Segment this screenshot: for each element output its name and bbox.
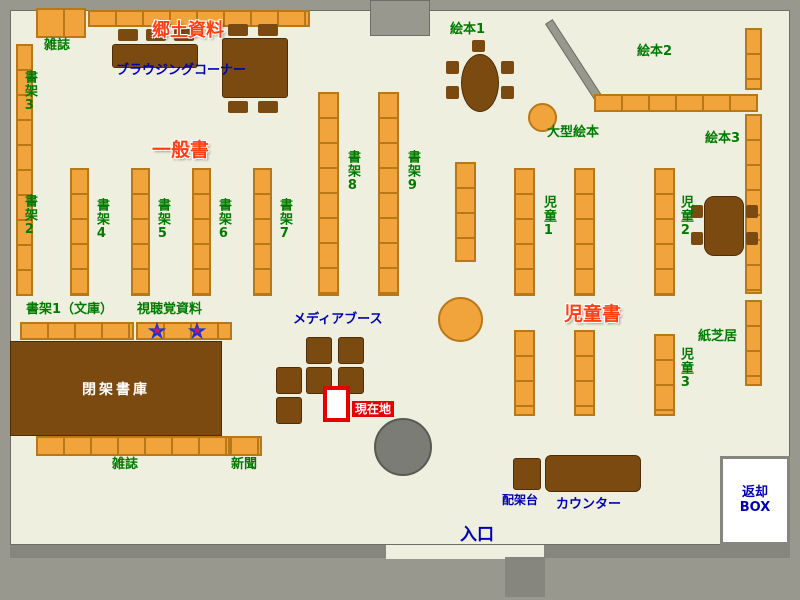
chair (258, 101, 278, 113)
round-table-children (438, 297, 483, 342)
magazine-shelf-bottom (36, 436, 230, 456)
label-bookshelf-6: 書架6 (215, 198, 231, 242)
media-booth-seat (276, 367, 302, 394)
star-center: ★ (152, 324, 162, 337)
label-bookshelf-2: 書架2 (21, 194, 37, 238)
label-bookshelf-4: 書架4 (93, 198, 109, 242)
section-children-books: 児童書 (564, 303, 622, 325)
chair (118, 29, 138, 41)
label-bookshelf-9: 書架9 (404, 150, 420, 194)
chair (691, 205, 703, 218)
right-wall-shelf-low (745, 300, 762, 386)
label-newspapers: 新聞 (231, 457, 258, 472)
label-large-picture-books: 大型絵本 (547, 125, 600, 140)
bookshelf-8 (318, 92, 339, 296)
label-magazines-bottom: 雑誌 (112, 457, 139, 472)
bookshelf-6 (192, 168, 211, 296)
picture-book-2-shelf (594, 94, 758, 112)
newspaper-shelf (230, 436, 262, 456)
children-shelf-2 (654, 168, 675, 296)
label-browsing-corner: ブラウジングコーナー (116, 63, 247, 78)
star-outline: ★ (186, 317, 208, 345)
label-bookshelf-3: 書架3 (21, 70, 37, 114)
chair (258, 24, 278, 36)
label-bookshelf-1-bunko: 書架1（文庫） (26, 302, 114, 317)
entrance-pillar-block (505, 557, 545, 597)
star-center: ★ (192, 324, 202, 337)
label-bookshelf-5: 書架5 (154, 198, 170, 242)
section-local-materials: 郷土資料 (152, 20, 224, 41)
bookshelf-9 (378, 92, 399, 296)
label-children-2: 児童2 (677, 195, 693, 239)
bunko-shelf (20, 322, 134, 340)
right-wall-shelf-mid (745, 114, 762, 294)
pillar (374, 418, 432, 476)
bookshelf-4 (70, 168, 89, 296)
children-shelf-low-a (514, 330, 535, 416)
children-shelf-3 (654, 334, 675, 416)
media-booth-seat (338, 337, 364, 364)
reshelving-desk (513, 458, 541, 490)
label-kamishibai: 紙芝居 (698, 329, 738, 344)
label-bookshelf-7: 書架7 (276, 198, 292, 242)
label-children-3: 児童3 (677, 347, 693, 391)
label-children-1: 児童1 (540, 195, 556, 239)
chair (691, 232, 703, 245)
left-wall-shelf (16, 44, 33, 296)
large-picture-book-table (528, 103, 557, 132)
children-shelf-low-b (574, 330, 595, 416)
bookshelf-5 (131, 168, 150, 296)
chair (501, 61, 514, 74)
media-booth-seat (276, 397, 302, 424)
label-audiovisual: 視聴覚資料 (137, 302, 203, 317)
magazine-shelf-top (36, 8, 86, 38)
chair (472, 40, 485, 52)
browsing-table-2 (222, 38, 288, 98)
label-picture-book-1: 絵本1 (450, 22, 486, 37)
chair (228, 101, 248, 113)
chair (446, 61, 459, 74)
entrance-opening (386, 545, 544, 559)
right-wall-shelf-top (745, 28, 762, 90)
chair (146, 29, 166, 41)
children-shelf-mid (574, 168, 595, 296)
label-bookshelf-8: 書架8 (344, 150, 360, 194)
local-materials-shelf (88, 10, 310, 27)
picture-book-1-table (461, 54, 499, 112)
media-booth-seat (338, 367, 364, 394)
label-magazines-top: 雑誌 (44, 38, 71, 53)
label-entrance: 入口 (460, 525, 494, 545)
star-outline: ★ (146, 317, 168, 345)
browsing-table-1 (112, 44, 198, 68)
current-location-badge: 現在地 (352, 401, 395, 418)
chair (746, 205, 758, 218)
av-star-icon: ★ ★ (184, 318, 210, 344)
chair (174, 29, 194, 41)
return-box-label: 返却 BOX (739, 484, 771, 515)
label-picture-book-3: 絵本3 (705, 131, 741, 146)
return-box-room: 返却 BOX (720, 456, 790, 545)
closed-stacks-label: 閉架書庫 (82, 381, 150, 398)
chair (446, 86, 459, 99)
chair (501, 86, 514, 99)
label-reshelving-desk: 配架台 (502, 493, 539, 507)
wall-top-protrusion (370, 0, 430, 36)
closed-stacks-room: 閉架書庫 (10, 341, 222, 436)
bookshelf-7 (253, 168, 272, 296)
counter-desk (545, 455, 641, 492)
label-picture-book-2: 絵本2 (637, 44, 673, 59)
label-media-booth: メディアブース (293, 312, 383, 327)
media-booth-seat (306, 337, 332, 364)
current-location-booth (323, 386, 350, 422)
center-small-shelf (455, 162, 476, 262)
children-reading-table (704, 196, 744, 256)
chair (228, 24, 248, 36)
section-general-books: 一般書 (152, 139, 210, 161)
chair (746, 232, 758, 245)
audiovisual-shelf (136, 322, 232, 340)
av-star-icon: ★ ★ (144, 318, 170, 344)
children-shelf-1 (514, 168, 535, 296)
label-counter: カウンター (556, 497, 622, 512)
